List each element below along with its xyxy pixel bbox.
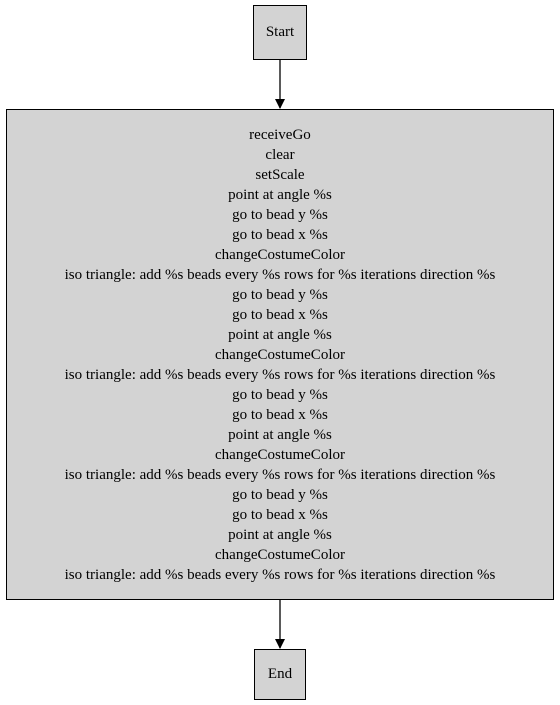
start-node: Start bbox=[253, 5, 307, 60]
block-line: setScale bbox=[255, 166, 305, 183]
block-line: go to bead y %s bbox=[232, 386, 328, 403]
block-line: go to bead x %s bbox=[232, 506, 328, 523]
block-line: clear bbox=[265, 146, 295, 163]
block-line: go to bead x %s bbox=[232, 226, 328, 243]
script-block-node: receiveGo clear setScale point at angle %s g… bbox=[6, 109, 554, 600]
block-line: iso triangle: add %s beads every %s rows… bbox=[64, 466, 496, 483]
block-line: changeCostumeColor bbox=[215, 446, 345, 463]
block-line: changeCostumeColor bbox=[215, 246, 345, 263]
end-label: End bbox=[267, 666, 293, 682]
end-node: End bbox=[254, 649, 306, 700]
block-line: changeCostumeColor bbox=[215, 346, 345, 363]
block-line: iso triangle: add %s beads every %s rows… bbox=[64, 566, 496, 583]
block-line: point at angle %s bbox=[228, 326, 332, 343]
block-list: receiveGo clear setScale point at angle %s g… bbox=[65, 125, 496, 585]
block-line: go to bead x %s bbox=[232, 406, 328, 423]
block-line: point at angle %s bbox=[228, 526, 332, 543]
block-line: go to bead y %s bbox=[232, 206, 328, 223]
block-line: go to bead y %s bbox=[232, 486, 328, 503]
block-line: point at angle %s bbox=[228, 426, 332, 443]
block-line: iso triangle: add %s beads every %s rows… bbox=[64, 366, 496, 383]
block-line: receiveGo bbox=[249, 126, 311, 143]
block-line: go to bead y %s bbox=[232, 286, 328, 303]
block-line: go to bead x %s bbox=[232, 306, 328, 323]
block-line: iso triangle: add %s beads every %s rows… bbox=[64, 266, 496, 283]
start-label: Start bbox=[265, 24, 295, 40]
block-line: point at angle %s bbox=[228, 186, 332, 203]
block-line: changeCostumeColor bbox=[215, 546, 345, 563]
